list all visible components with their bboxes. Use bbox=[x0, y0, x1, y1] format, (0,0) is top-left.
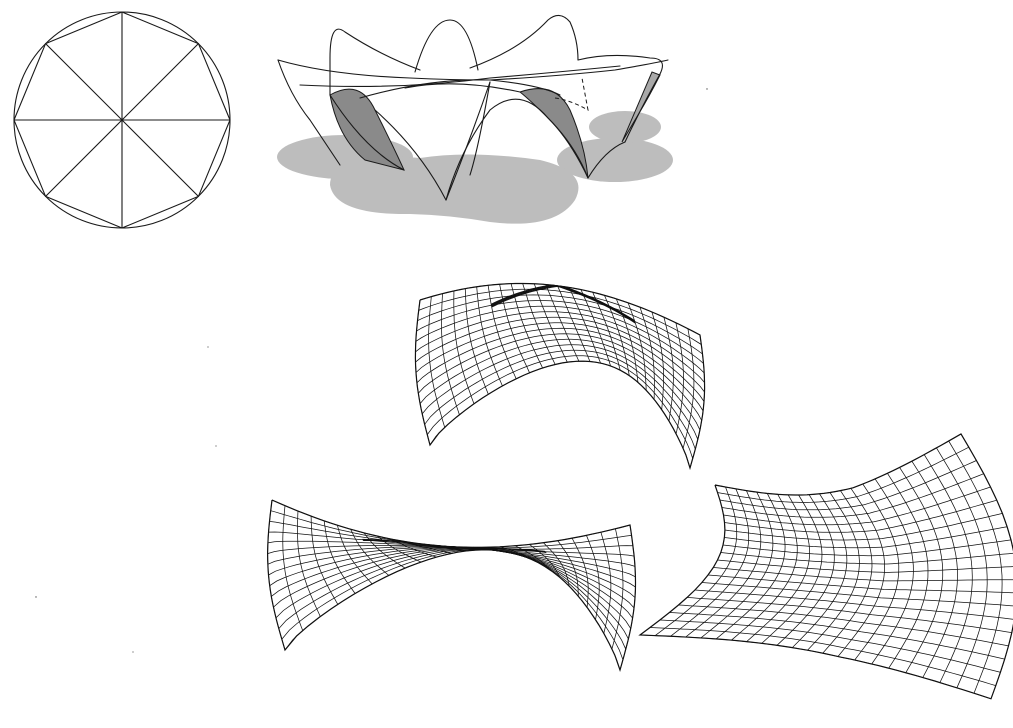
mesh-line bbox=[659, 619, 1001, 673]
mesh-line bbox=[721, 473, 984, 518]
mesh-line bbox=[418, 333, 703, 421]
mesh-line bbox=[724, 526, 1008, 549]
mesh-line bbox=[686, 597, 1012, 633]
mesh-line bbox=[960, 433, 1013, 699]
mesh-line bbox=[639, 634, 992, 700]
mesh-line bbox=[414, 282, 706, 471]
shell-face-left-dark bbox=[329, 88, 405, 171]
mesh-line bbox=[419, 338, 701, 431]
shell-roof-lines bbox=[277, 14, 669, 201]
mesh-line bbox=[415, 322, 705, 402]
mesh-saddle-bottom-right bbox=[638, 433, 1013, 700]
mesh-line bbox=[426, 355, 694, 459]
mesh-line bbox=[363, 540, 547, 553]
mesh-line bbox=[421, 344, 699, 440]
mesh-line bbox=[717, 446, 969, 503]
mesh-line bbox=[415, 316, 705, 393]
mesh-line bbox=[719, 460, 977, 511]
mesh-line bbox=[717, 559, 1013, 573]
mesh-line bbox=[424, 349, 696, 450]
specks bbox=[35, 88, 708, 653]
mesh-line bbox=[694, 589, 1013, 620]
mesh-line bbox=[714, 433, 962, 496]
mesh-line bbox=[416, 300, 704, 364]
ground-shadow bbox=[277, 111, 673, 224]
mesh-line bbox=[669, 612, 1005, 660]
mesh-saddle-arch-bottom-left bbox=[266, 499, 637, 672]
umbrella-shell-diagram bbox=[277, 14, 673, 224]
mesh-line bbox=[722, 539, 1012, 557]
mesh-line bbox=[491, 286, 636, 324]
mesh-line bbox=[429, 360, 691, 469]
mesh-line bbox=[707, 574, 1013, 594]
mesh-line bbox=[415, 305, 705, 374]
mesh-line bbox=[724, 513, 1003, 541]
mesh-line bbox=[416, 327, 704, 412]
plan-radial-lines bbox=[13, 11, 231, 229]
mesh-line bbox=[724, 499, 997, 533]
mesh-line bbox=[701, 582, 1013, 607]
mesh-line bbox=[723, 486, 991, 526]
mesh-line bbox=[720, 552, 1013, 565]
shell-face-far-right bbox=[621, 71, 661, 143]
mesh-line bbox=[415, 311, 705, 383]
mesh-line bbox=[417, 294, 703, 355]
mesh-line bbox=[649, 627, 996, 686]
mesh-line bbox=[678, 604, 1009, 647]
mesh-line bbox=[418, 288, 702, 345]
plan-octagon-diagram bbox=[13, 11, 231, 229]
mesh-saddle-arch-top bbox=[414, 282, 706, 471]
mesh-line bbox=[713, 567, 1013, 582]
mesh-line bbox=[284, 549, 621, 671]
